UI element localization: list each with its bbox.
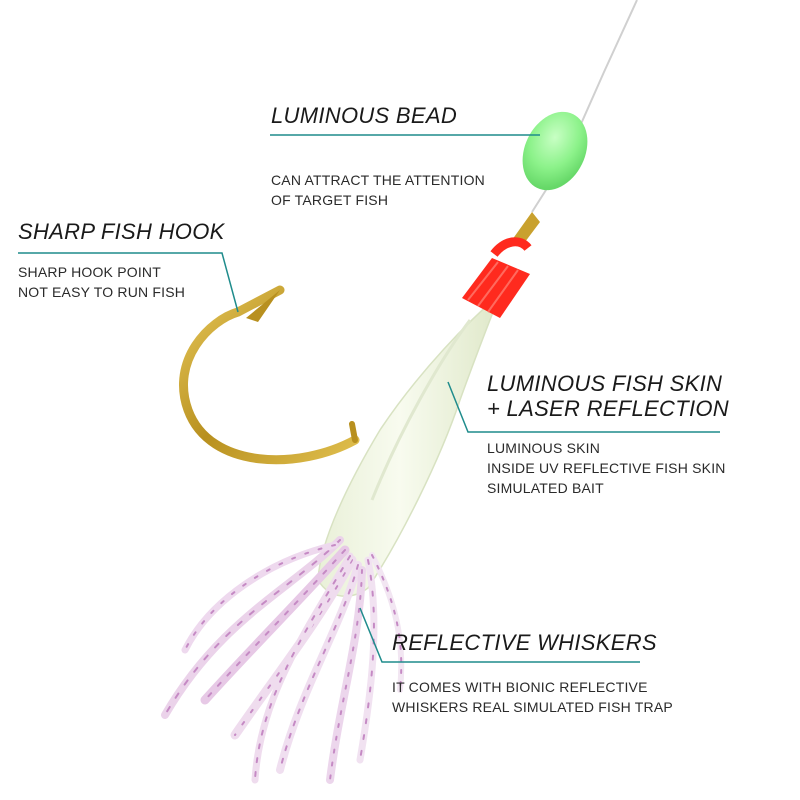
sharp-fish-hook-desc-line: NOT EASY TO RUN FISH [18,284,186,300]
reflective-whiskers-desc-line: WHISKERS REAL SIMULATED FISH TRAP [392,699,673,715]
fish-skin-desc-line: LUMINOUS SKIN [487,440,601,456]
fish-skin-title: LUMINOUS FISH SKIN [487,371,723,396]
callout-leader-lines [18,134,720,663]
luminous-bead-desc-line: OF TARGET FISH [271,192,389,208]
skin-leader-line [447,381,720,433]
sharp-fish-hook-desc-line: SHARP HOOK POINT [18,264,161,280]
luminous-bead [522,111,588,191]
sharp-fish-hook-description: SHARP HOOK POINT NOT EASY TO RUN FISH [18,262,185,302]
whiskers-leader-line [359,607,640,663]
luminous-bead-title: LUMINOUS BEAD [271,103,458,128]
fish-skin-desc-line: INSIDE UV REFLECTIVE FISH SKIN [487,460,726,476]
luminous-bead-description: CAN ATTRACT THE ATTENTION OF TARGET FISH [271,170,485,210]
reflective-whiskers-desc-line: IT COMES WITH BIONIC REFLECTIVE [392,679,648,695]
reflective-whiskers-title: REFLECTIVE WHISKERS [392,630,657,655]
reflective-whiskers [161,536,405,784]
red-thread-wrap [462,237,532,318]
reflective-whiskers-description: IT COMES WITH BIONIC REFLECTIVE WHISKERS… [392,677,673,717]
fish-skin-description: LUMINOUS SKIN INSIDE UV REFLECTIVE FISH … [487,438,726,498]
luminous-bead-desc-line: CAN ATTRACT THE ATTENTION [271,172,485,188]
fish-skin-desc-line: SIMULATED BAIT [487,480,604,496]
fish-skin-title-line2: + LASER REFLECTION [487,396,729,421]
sharp-fish-hook-title: SHARP FISH HOOK [18,219,225,244]
hook-leader-line [18,252,239,313]
fish-skin-body [317,293,501,597]
fish-hook [179,212,540,465]
